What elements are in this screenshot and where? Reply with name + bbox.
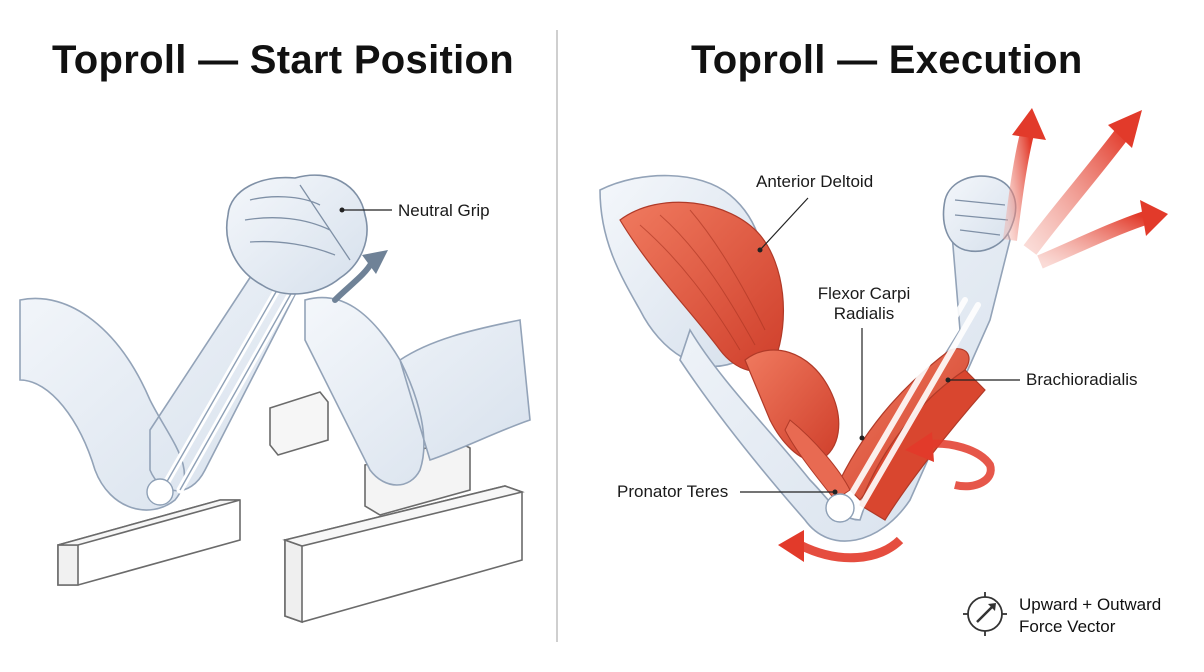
label-neutral-grip: Neutral Grip [398, 201, 490, 220]
right-panel-title: Toproll — Execution [691, 38, 1083, 82]
elbow-joint-right [825, 493, 855, 523]
label-anterior-deltoid: Anterior Deltoid [756, 172, 874, 191]
left-panel: Toproll — Start Position [0, 0, 556, 672]
left-panel-title: Toproll — Start Position [52, 38, 515, 82]
force-vector-legend: Upward + Outward Force Vector [963, 594, 1193, 642]
rotation-arrows [778, 432, 995, 563]
legend-line2: Force Vector [1019, 617, 1116, 636]
compass-arrow-icon [963, 592, 1007, 636]
force-arrows [1003, 108, 1168, 269]
label-pronator-teres: Pronator Teres [617, 482, 729, 501]
label-flexor-carpi-radialis-line1: Flexor Carpi [817, 284, 911, 303]
label-flexor-carpi-radialis: Flexor Carpi Radialis [808, 284, 920, 324]
label-flexor-carpi-radialis-line2: Radialis [833, 304, 895, 323]
legend-line1: Upward + Outward [1019, 595, 1162, 614]
legend-text: Upward + Outward Force Vector [1019, 594, 1161, 638]
elbow-joint [146, 478, 174, 506]
clasped-hands [226, 174, 368, 295]
forearm-bones [842, 297, 981, 515]
biceps-muscle [744, 349, 840, 462]
panel-divider [556, 30, 558, 642]
right-arm [304, 296, 531, 486]
leader-lines [740, 197, 1020, 493]
table-pads [57, 391, 525, 624]
left-arm [19, 254, 306, 511]
right-illustration [599, 108, 1168, 563]
label-brachioradialis: Brachioradialis [1026, 370, 1138, 389]
right-panel: Toproll — Execution [558, 0, 1204, 672]
left-illustration [19, 174, 531, 624]
